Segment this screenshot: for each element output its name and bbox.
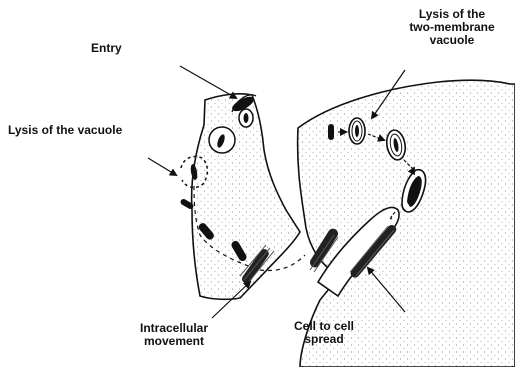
vacuole-2 bbox=[209, 127, 235, 153]
label-lysis-two-membrane-line3: vacuole bbox=[392, 34, 512, 47]
arrow-entry bbox=[180, 66, 236, 98]
label-entry: Entry bbox=[91, 42, 122, 55]
label-cell-spread-line2: spread bbox=[276, 333, 372, 346]
label-cell-to-cell-spread: Cell to cell spread bbox=[276, 320, 372, 346]
label-intracellular-movement: Intracellular movement bbox=[124, 322, 224, 348]
vacuole-1 bbox=[239, 109, 253, 127]
label-intracellular-line2: movement bbox=[124, 335, 224, 348]
right-cell-bacterium-free bbox=[328, 124, 334, 140]
label-lysis-of-vacuole: Lysis of the vacuole bbox=[8, 124, 122, 137]
label-lysis-two-membrane: Lysis of the two-membrane vacuole bbox=[392, 8, 512, 47]
arrow-lysis-vacuole bbox=[148, 158, 176, 175]
double-membrane-vacuole-1 bbox=[349, 118, 365, 144]
